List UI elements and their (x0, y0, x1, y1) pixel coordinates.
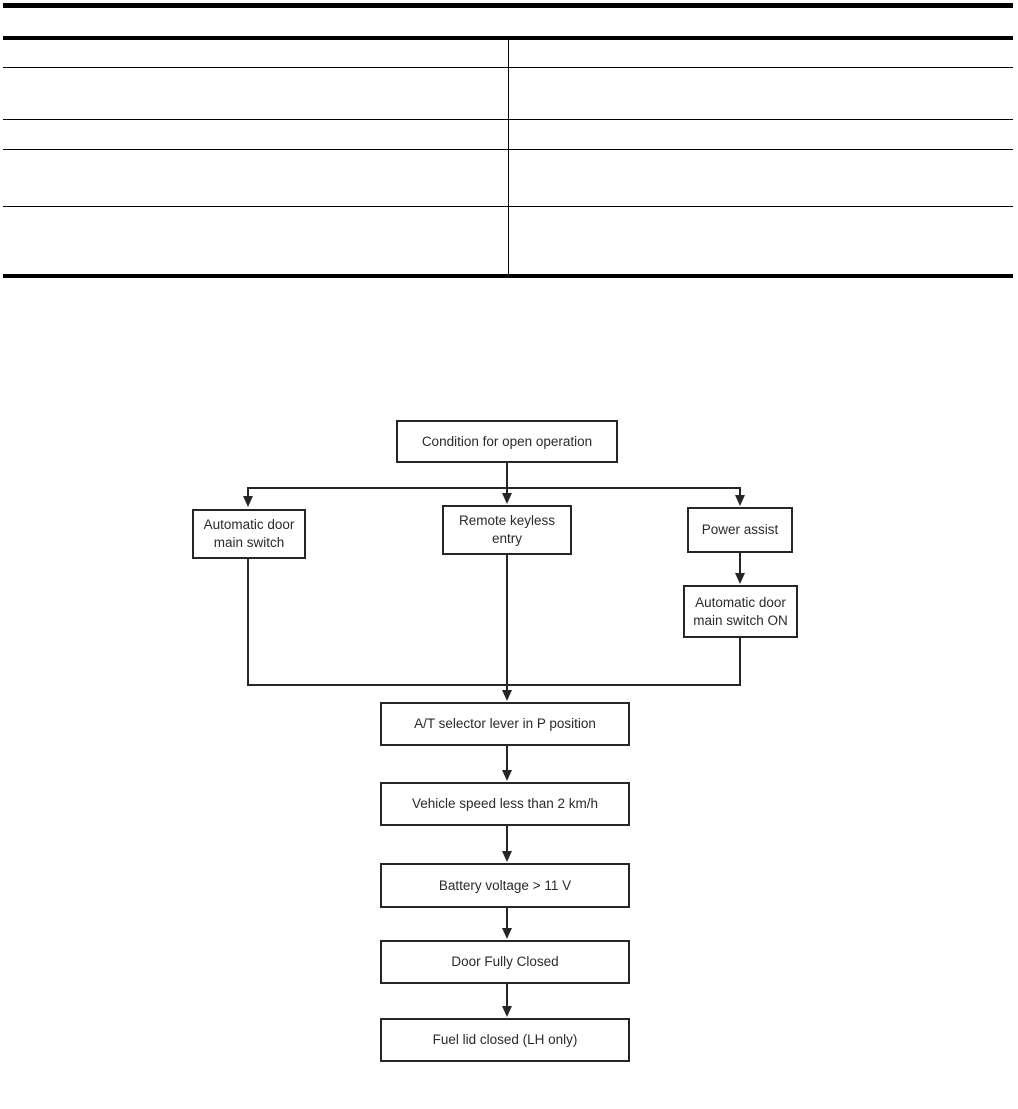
arrowhead (502, 851, 512, 862)
flow-node-automatic-door-main-switch: Automatic door main switch (192, 509, 306, 559)
node-label: Battery voltage > 11 V (438, 877, 572, 893)
table-row (3, 67, 1013, 119)
table-cell (508, 206, 1013, 276)
flow-node-at-selector-lever-p-position: A/T selector lever in P position (380, 702, 630, 746)
table-cell (508, 38, 1013, 67)
arrowhead (502, 770, 512, 781)
flow-node-vehicle-speed-less-than-2kmh: Vehicle speed less than 2 km/h (380, 782, 630, 826)
flow-node-automatic-door-main-switch-on: Automatic door main switch ON (683, 585, 798, 638)
node-label: Automatic door main switch (203, 517, 295, 550)
flow-node-remote-keyless-entry: Remote keyless entry (442, 505, 572, 555)
table-cell (508, 149, 1013, 206)
flow-node-battery-voltage-gt-11v: Battery voltage > 11 V (380, 863, 630, 908)
node-label: Fuel lid closed (LH only) (432, 1032, 578, 1048)
arrowhead (243, 496, 253, 507)
spec-table (3, 36, 1013, 278)
table-cell (3, 149, 509, 206)
node-label: Power assist (701, 522, 779, 538)
table-cell (3, 38, 509, 67)
arrowhead (735, 495, 745, 506)
table-row (3, 206, 1013, 276)
arrowhead (502, 928, 512, 939)
arrowhead (502, 1006, 512, 1017)
node-label: Vehicle speed less than 2 km/h (411, 796, 599, 812)
node-label: Door Fully Closed (451, 954, 559, 970)
table-cell (508, 67, 1013, 119)
table-row (3, 38, 1013, 67)
table-cell (3, 206, 509, 276)
flow-node-power-assist: Power assist (687, 507, 793, 553)
node-label: Condition for open operation (421, 433, 593, 449)
table-cell (3, 119, 509, 149)
flow-node-condition-for-open-operation: Condition for open operation (396, 420, 618, 463)
node-label: Automatic door main switch ON (693, 594, 788, 628)
table-row (3, 119, 1013, 149)
arrowhead (502, 493, 512, 504)
flow-node-fuel-lid-closed-lh-only: Fuel lid closed (LH only) (380, 1018, 630, 1062)
node-label: Remote keyless entry (458, 513, 556, 546)
flow-node-door-fully-closed: Door Fully Closed (380, 940, 630, 984)
header-rule (3, 3, 1013, 8)
node-label: A/T selector lever in P position (414, 716, 596, 732)
table-row (3, 149, 1013, 206)
arrowhead (735, 573, 745, 584)
arrowhead (502, 690, 512, 701)
table-cell (3, 67, 509, 119)
table-cell (508, 119, 1013, 149)
